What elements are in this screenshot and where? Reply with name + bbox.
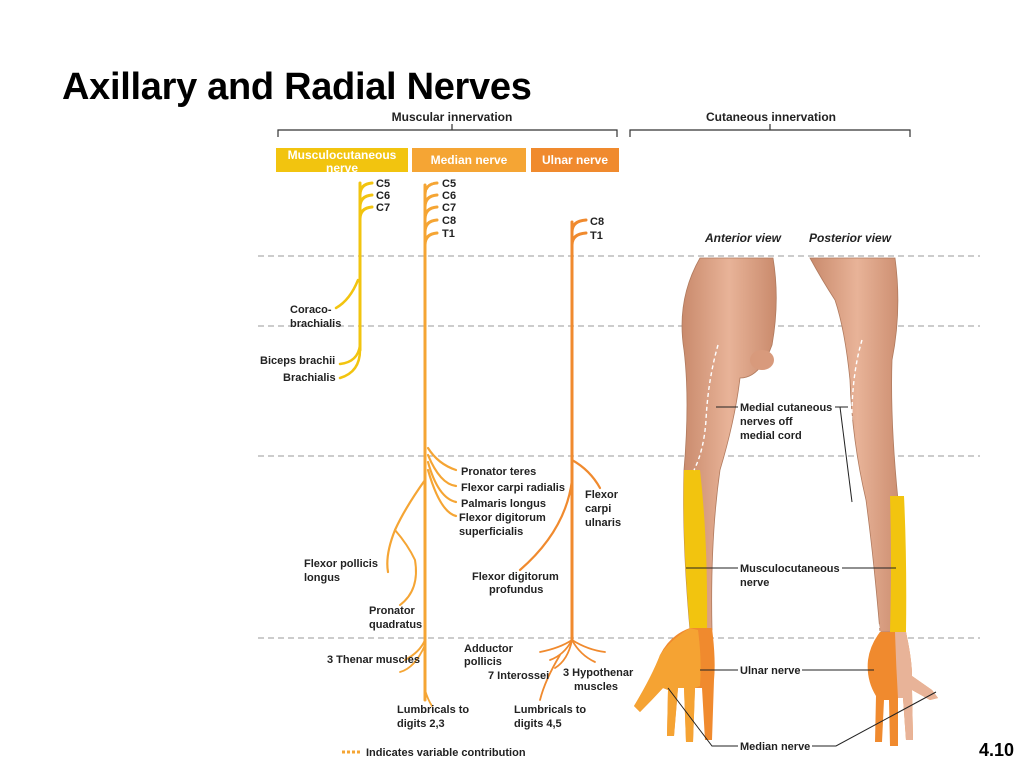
ulnar-box-label: Ulnar nerve (542, 153, 608, 167)
label-brachialis: Brachialis (283, 372, 336, 384)
label-flexor-carpi-radialis: Flexor carpi radialis (461, 482, 565, 494)
label-hypothenar-1: 3 Hypothenar (563, 667, 634, 679)
cutaneous-header-group: Cutaneous innervation (629, 110, 911, 137)
legend-variable-contribution: Indicates variable contribution (342, 747, 526, 759)
label-coracobrachialis-1: Coraco- (290, 304, 332, 316)
label-interossei: 7 Interossei (488, 670, 549, 682)
cutaneous-median: Median nerve (740, 741, 810, 753)
label-lumbricals-45-1: Lumbricals to (514, 704, 586, 716)
label-pronator-teres: Pronator teres (461, 466, 536, 478)
posterior-arm-illustration (809, 257, 938, 746)
median-nerve-path (386, 181, 458, 707)
musculocutaneous-root-c6: C6 (376, 190, 390, 202)
median-root-t1: T1 (442, 228, 455, 240)
cutaneous-medial-2: nerves off (740, 416, 793, 428)
legend-variable-text: Indicates variable contribution (366, 747, 526, 759)
muscular-header-group: Muscular innervation (277, 110, 618, 137)
cutaneous-musculocutaneous-1: Musculocutaneous (740, 563, 840, 575)
figure-number: 4.10 (978, 740, 1014, 760)
label-biceps-brachii: Biceps brachii (260, 355, 335, 367)
label-fds-2: superficialis (459, 526, 523, 538)
label-fpl-2: longus (304, 572, 340, 584)
musculocutaneous-root-c7: C7 (376, 202, 390, 214)
musculocutaneous-box: Musculocutaneous nerve (276, 148, 408, 175)
musculocutaneous-nerve-path (334, 181, 374, 380)
slide-title: Axillary and Radial Nerves (62, 66, 532, 108)
median-root-c8: C8 (442, 215, 456, 227)
label-fpl-1: Flexor pollicis (304, 558, 378, 570)
anterior-view-label: Anterior view (704, 231, 782, 245)
cutaneous-medial-1: Medial cutaneous (740, 402, 832, 414)
posterior-view-label: Posterior view (809, 231, 892, 245)
label-lumbricals-23-2: digits 2,3 (397, 718, 445, 730)
label-fdp-1: Flexor digitorum (472, 571, 559, 583)
median-box-label: Median nerve (431, 153, 508, 167)
label-lumbricals-45-2: digits 4,5 (514, 718, 562, 730)
median-box: Median nerve (412, 148, 526, 172)
musculocutaneous-box-label: Musculocutaneous (288, 148, 397, 162)
ulnar-nerve-path (518, 218, 606, 701)
musculocutaneous-root-c5: C5 (376, 178, 390, 190)
label-hypothenar-2: muscles (574, 681, 618, 693)
label-fcu-1: Flexor (585, 489, 619, 501)
label-palmaris-longus: Palmaris longus (461, 498, 546, 510)
ulnar-box: Ulnar nerve (531, 148, 619, 172)
label-coracobrachialis-2: brachialis (290, 318, 341, 330)
label-thenar: 3 Thenar muscles (327, 654, 420, 666)
label-lumbricals-23-1: Lumbricals to (397, 704, 469, 716)
cutaneous-innervation-header: Cutaneous innervation (706, 110, 836, 124)
label-adductor-1: Adductor (464, 643, 514, 655)
label-pronator-quadratus-2: quadratus (369, 619, 422, 631)
label-fcu-3: ulnaris (585, 517, 621, 529)
cutaneous-musculocutaneous-2: nerve (740, 577, 769, 589)
muscular-innervation-header: Muscular innervation (392, 110, 513, 124)
ulnar-root-t1: T1 (590, 230, 603, 242)
ulnar-root-c8: C8 (590, 216, 604, 228)
median-root-c6: C6 (442, 190, 456, 202)
label-adductor-2: pollicis (464, 656, 502, 668)
median-root-c5: C5 (442, 178, 456, 190)
label-fds-1: Flexor digitorum (459, 512, 546, 524)
anterior-arm-illustration (634, 257, 777, 742)
median-root-c7: C7 (442, 202, 456, 214)
label-fcu-2: carpi (585, 503, 611, 515)
musculocutaneous-box-label-2: nerve (326, 161, 358, 175)
cutaneous-callouts (667, 406, 937, 747)
cutaneous-medial-3: medial cord (740, 430, 802, 442)
label-pronator-quadratus-1: Pronator (369, 605, 416, 617)
cutaneous-ulnar: Ulnar nerve (740, 665, 801, 677)
label-fdp-2: profundus (489, 584, 543, 596)
